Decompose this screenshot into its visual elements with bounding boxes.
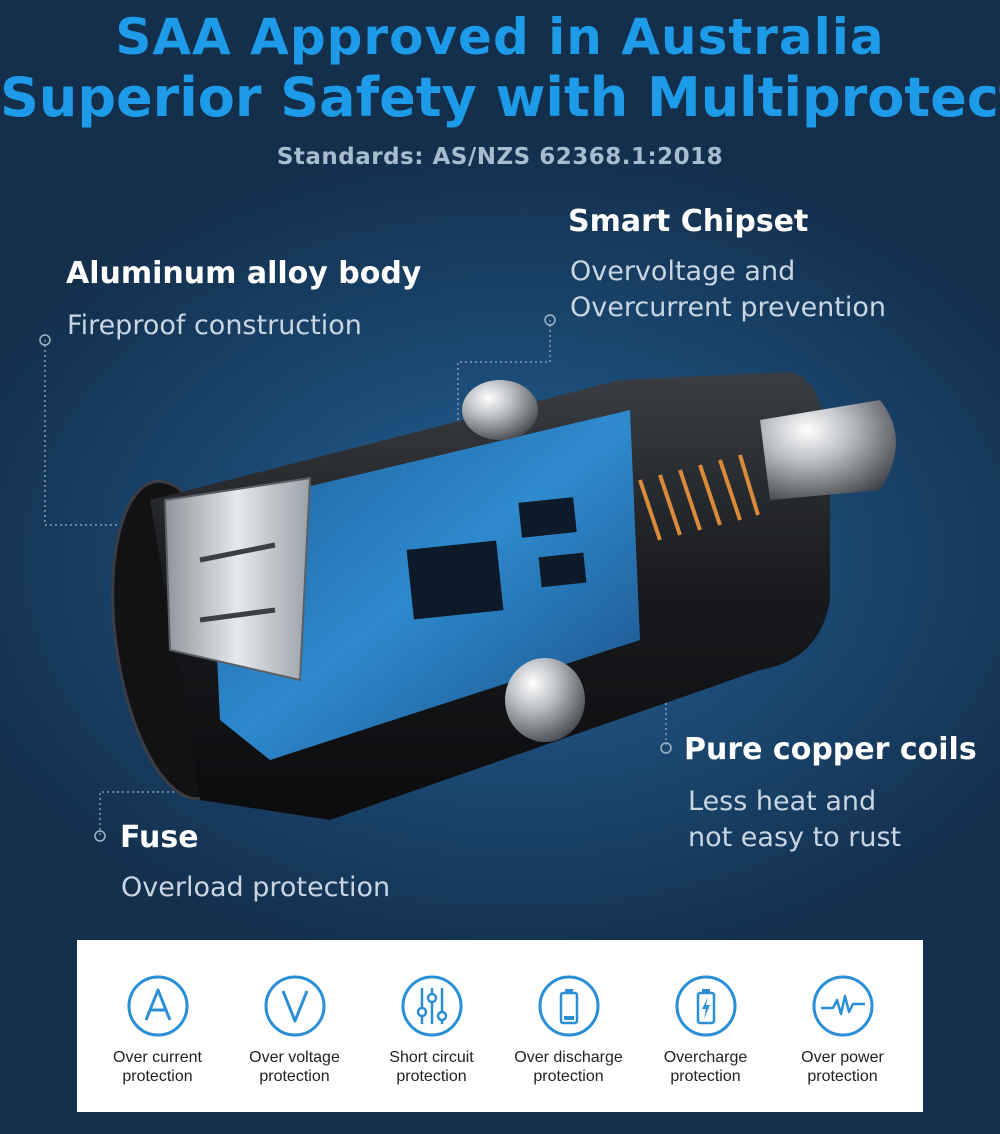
protection-features-panel: Over current protection Over voltage pro…	[77, 940, 923, 1112]
standards-text: Standards: AS/NZS 62368.1:2018	[276, 144, 724, 170]
coils-description: Less heat and not easy to rust	[688, 784, 901, 856]
fuse-title: Fuse	[120, 820, 199, 855]
body-title: Aluminum alloy body	[66, 256, 422, 291]
feature-label-line1: Over voltage	[249, 1049, 340, 1066]
feature-label-line1: Over current	[113, 1049, 202, 1066]
feature-label-line2: protection	[396, 1068, 467, 1085]
feature-overcharge: Overcharge protection	[641, 974, 771, 1086]
coils-desc-line1: Less heat and	[688, 786, 877, 817]
chipset-description: Overvoltage and Overcurrent prevention	[570, 254, 886, 326]
chipset-desc-line1: Overvoltage and	[570, 256, 796, 287]
coils-desc-line2: not easy to rust	[688, 822, 902, 853]
fuse-description: Overload protection	[121, 870, 390, 906]
body-description: Fireproof construction	[67, 308, 362, 344]
chipset-desc-line2: Overcurrent prevention	[570, 292, 887, 323]
feature-label-line2: protection	[670, 1068, 741, 1085]
feature-label-line2: protection	[259, 1068, 330, 1085]
feature-over-current: Over current protection	[93, 974, 223, 1086]
power-pulse-icon	[812, 975, 873, 1037]
feature-label-line1: Short circuit	[389, 1049, 474, 1066]
body-desc-line1: Fireproof construction	[67, 310, 362, 341]
page-title: SAA Approved in Australia	[115, 8, 885, 66]
feature-label-line1: Over discharge	[514, 1049, 623, 1066]
charging-battery-icon	[675, 975, 736, 1037]
page-subtitle: Superior Safety with Multiprotect	[0, 66, 1000, 129]
feature-over-discharge: Over discharge protection	[504, 974, 634, 1086]
feature-over-power: Over power protection	[778, 974, 908, 1086]
letter-a-icon	[127, 975, 188, 1037]
chipset-title: Smart Chipset	[568, 204, 809, 239]
feature-label-line2: protection	[807, 1068, 878, 1085]
coils-title: Pure copper coils	[684, 732, 977, 767]
feature-short-circuit: Short circuit protection	[367, 974, 497, 1086]
letter-v-icon	[264, 975, 325, 1037]
fuse-desc-line1: Overload protection	[121, 872, 391, 903]
car-charger-illustration	[39, 314, 896, 842]
feature-label-line1: Over power	[801, 1049, 884, 1066]
feature-over-voltage: Over voltage protection	[230, 974, 360, 1086]
feature-label-line2: protection	[533, 1068, 604, 1085]
sliders-icon	[401, 975, 462, 1037]
empty-battery-icon	[538, 975, 599, 1037]
feature-label-line2: protection	[122, 1068, 193, 1085]
feature-label-line1: Overcharge	[663, 1049, 748, 1066]
